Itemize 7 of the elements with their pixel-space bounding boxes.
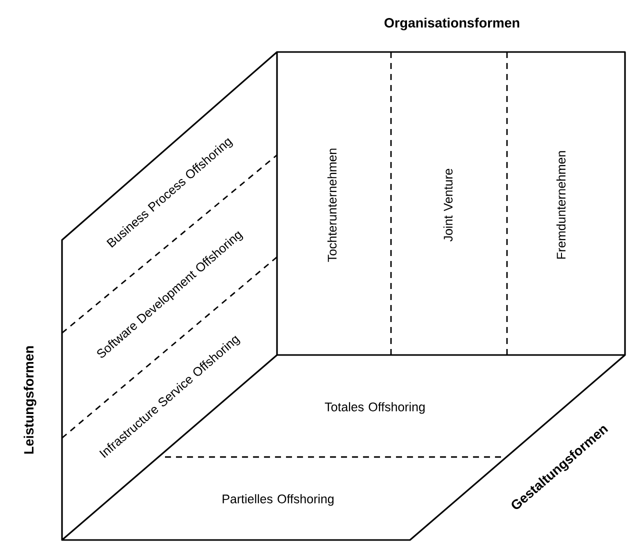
- axis-title: Leistungsformen: [24, 346, 36, 454]
- column-label: Joint Venture: [443, 168, 453, 242]
- band-label: Partielles Offshoring: [222, 494, 334, 506]
- axis-title: Organisationsformen: [384, 18, 520, 30]
- column-label: Tochterunternehmen: [327, 148, 337, 262]
- band-label: Totales Offshoring: [324, 402, 425, 414]
- column-label: Fremdunternehmen: [556, 151, 566, 259]
